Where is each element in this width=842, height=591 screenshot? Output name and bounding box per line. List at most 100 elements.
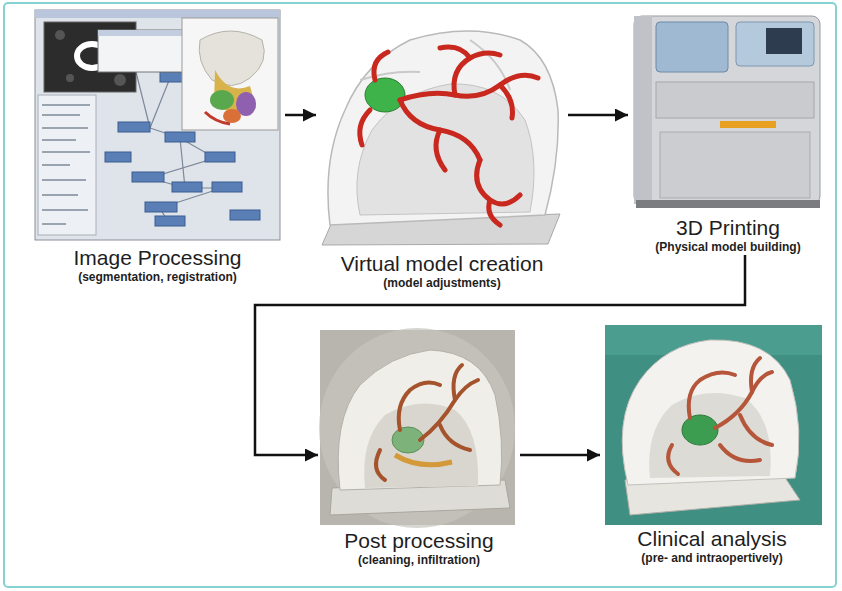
clinical-analysis-photo	[605, 325, 822, 525]
step-subtitle: (pre- and intraopertively)	[641, 551, 782, 566]
software-screenshot-part	[35, 10, 280, 18]
software-screenshot-part-part	[42, 127, 88, 129]
step-subtitle: (cleaning, infiltration)	[358, 553, 480, 568]
software-screenshot-part-part	[42, 114, 80, 116]
process-step: Post processing(cleaning, infiltration)	[318, 326, 520, 568]
software-screenshot-part-part	[165, 132, 195, 142]
software-screenshot-part-part	[42, 104, 90, 106]
software-screenshot-part-part	[114, 74, 126, 86]
clinical-analysis-photo-part-part	[751, 358, 760, 392]
virtual-skull-model-part-part	[374, 52, 388, 80]
software-screenshot-part-part	[205, 152, 235, 162]
software-screenshot-part-part	[42, 223, 66, 225]
clinical-analysis-photo-part-part	[689, 372, 735, 418]
software-screenshot-part-part	[42, 139, 76, 141]
software-screenshot-part	[38, 95, 96, 235]
software-screenshot-part	[98, 30, 184, 72]
flow-arrow	[255, 255, 745, 455]
post-processing-photo-part	[376, 365, 478, 480]
3d-printer-part	[656, 22, 728, 72]
software-screenshot-part	[210, 90, 234, 110]
software-screenshot-part	[182, 18, 278, 130]
flow-arrow	[568, 114, 628, 117]
virtual-skull-model-part-part	[440, 47, 470, 58]
virtual-skull-model	[322, 31, 560, 245]
software-screenshot-part-part	[132, 172, 164, 182]
software-screenshot-part	[42, 105, 90, 224]
step-subtitle: (Physical model building)	[655, 240, 800, 255]
process-step: Clinical analysis(pre- and intraopertive…	[600, 322, 824, 566]
process-step: Image Processing(segmentation, registrat…	[30, 8, 285, 285]
flow-arrow	[520, 454, 600, 457]
3d-printer-part	[660, 132, 810, 198]
process-step: 3D Printing(Physical model building)	[628, 8, 828, 255]
software-screenshot-part	[199, 31, 264, 86]
virtual-skull-model-part	[360, 47, 538, 225]
software-screenshot-part	[35, 10, 280, 240]
step-subtitle: (model adjustments)	[383, 276, 500, 291]
software-screenshot	[35, 10, 280, 240]
post-processing-photo-part-part	[454, 365, 462, 400]
3d-printer-part	[736, 22, 814, 66]
software-screenshot-part-part	[145, 202, 177, 212]
software-screenshot-part-part	[42, 194, 78, 196]
software-screenshot-part-part	[42, 151, 90, 153]
step-subtitle: (segmentation, registration)	[78, 270, 237, 285]
software-screenshot-part-part	[172, 182, 202, 192]
software-screenshot-part-part	[212, 182, 242, 192]
step-title: Clinical analysis	[637, 527, 786, 551]
virtual-skull-model-part-part	[360, 110, 370, 145]
software-screenshot-part-part	[155, 216, 185, 226]
3d-printer-part	[656, 82, 814, 118]
step-title: Image Processing	[73, 246, 241, 270]
virtual-skull-model-part-part	[400, 75, 538, 100]
clinical-analysis-photo-part	[622, 340, 799, 485]
post-processing-photo-part	[319, 328, 515, 528]
software-screenshot-part-part	[42, 164, 70, 166]
clinical-analysis-photo-part-part	[740, 415, 772, 445]
3d-printer-part	[636, 200, 820, 208]
virtual-skull-model-part-part	[489, 200, 500, 225]
clinical-analysis-photo-part	[682, 415, 718, 445]
virtual-skull-model-part-part	[500, 85, 513, 118]
3d-printer-part	[766, 28, 802, 54]
software-screenshot-part-part	[42, 209, 88, 211]
software-screenshot-part-part	[42, 179, 86, 181]
clinical-analysis-photo-part	[605, 325, 822, 525]
clinical-analysis-photo-part	[668, 358, 772, 474]
clinical-analysis-photo-part-part	[720, 445, 760, 461]
3d-printer-part	[634, 16, 820, 204]
post-processing-photo-part-part	[440, 425, 470, 450]
3d-printer-part	[634, 16, 652, 204]
post-processing-photo-part	[338, 350, 501, 490]
virtual-skull-model-part	[365, 78, 405, 112]
virtual-skull-model-part	[328, 31, 558, 225]
software-screenshot-part-part	[105, 152, 131, 162]
post-processing-photo-part-part	[399, 382, 440, 430]
software-screenshot-part-part	[118, 122, 150, 132]
software-screenshot-part-part	[55, 30, 65, 40]
virtual-skull-model-part-part	[477, 160, 520, 204]
post-processing-photo-part	[364, 404, 478, 488]
figure-frame	[4, 3, 836, 587]
step-title: Virtual model creation	[341, 252, 544, 276]
post-processing-photo-part	[395, 455, 452, 465]
software-screenshot-part-part	[230, 210, 260, 220]
software-screenshot-part	[205, 112, 230, 124]
flow-arrow	[285, 114, 316, 117]
step-title: 3D Printing	[676, 216, 780, 240]
clinical-analysis-photo-part-part	[668, 445, 678, 474]
software-screenshot-part	[98, 30, 184, 36]
post-processing-photo-part-part	[420, 380, 478, 440]
step-title: Post processing	[344, 529, 493, 553]
post-processing-photo	[319, 328, 515, 528]
3d-printer-part	[720, 121, 776, 128]
software-screenshot-part-part	[66, 74, 74, 82]
post-processing-photo-part-part	[376, 450, 385, 480]
software-screenshot-part	[223, 109, 241, 123]
virtual-skull-model-part-part	[436, 130, 445, 170]
process-step: Virtual model creation(model adjustments…	[316, 20, 568, 291]
